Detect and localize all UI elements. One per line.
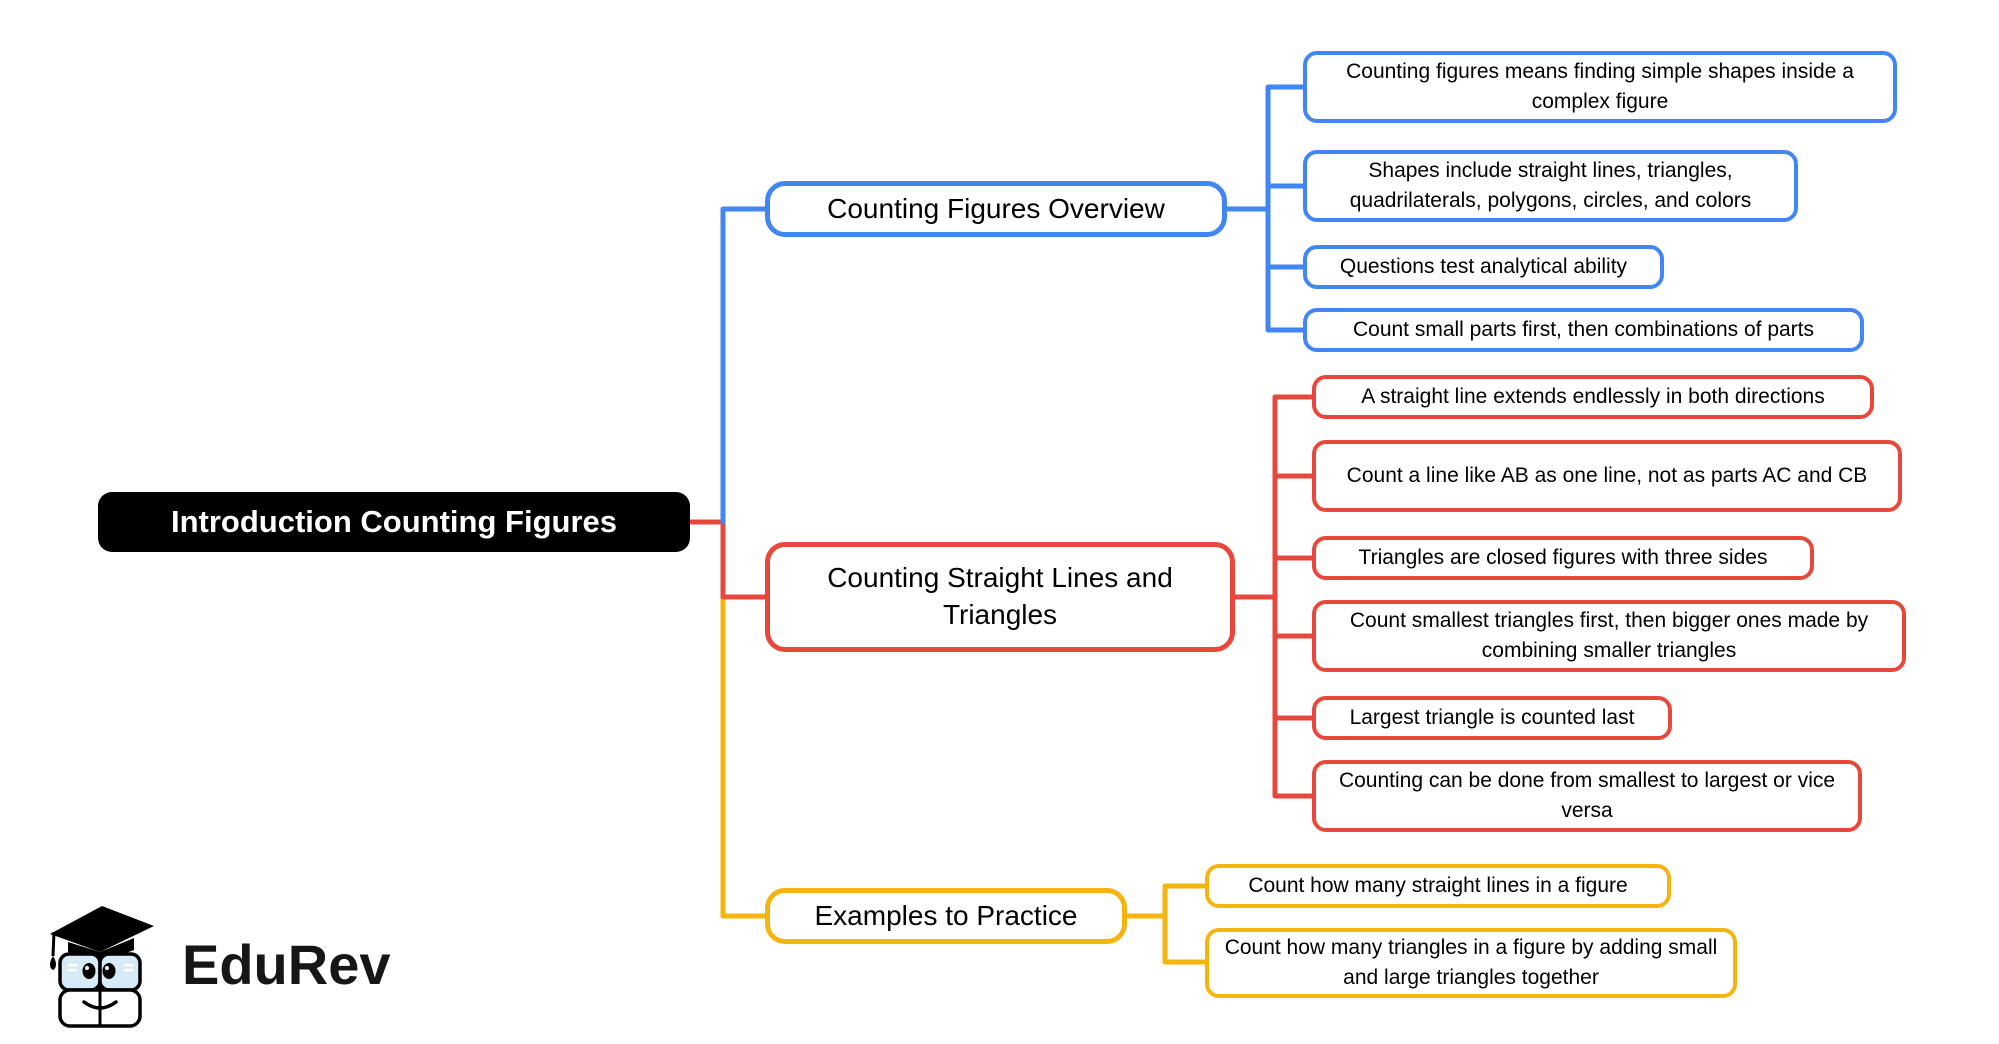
connector-yellow-left bbox=[687, 519, 768, 919]
leaf-node: Questions test analytical ability bbox=[1303, 245, 1664, 289]
edurev-mascot-icon bbox=[50, 906, 154, 1028]
leaf-node: Count small parts first, then combinatio… bbox=[1303, 308, 1864, 352]
edurev-logo: EduRev bbox=[40, 898, 391, 1030]
connector-blue-left bbox=[720, 206, 768, 525]
leaf-node: Count how many straight lines in a figur… bbox=[1205, 864, 1671, 908]
leaf-node: Shapes include straight lines, triangles… bbox=[1303, 150, 1798, 222]
root-node: Introduction Counting Figures bbox=[98, 492, 690, 552]
leaf-node: Largest triangle is counted last bbox=[1312, 696, 1672, 740]
branch-node-counting-figures-overview: Counting Figures Overview bbox=[765, 181, 1227, 237]
leaf-node: A straight line extends endlessly in bot… bbox=[1312, 375, 1874, 419]
leaf-node: Count how many triangles in a figure by … bbox=[1205, 928, 1737, 998]
edurev-wordmark: EduRev bbox=[182, 932, 391, 996]
leaf-node: Counting can be done from smallest to la… bbox=[1312, 760, 1862, 832]
connector-red-right bbox=[1232, 394, 1315, 799]
connector-blue-right bbox=[1224, 84, 1306, 333]
leaf-node: Triangles are closed figures with three … bbox=[1312, 536, 1814, 580]
connector-red-left bbox=[687, 519, 768, 600]
leaf-node: Counting figures means finding simple sh… bbox=[1303, 51, 1897, 123]
leaf-node: Count a line like AB as one line, not as… bbox=[1312, 440, 1902, 512]
leaf-node: Count smallest triangles first, then big… bbox=[1312, 600, 1906, 672]
branch-node-examples-to-practice: Examples to Practice bbox=[765, 888, 1127, 944]
branch-node-counting-straight-lines-and-triangles: Counting Straight Lines and Triangles bbox=[765, 542, 1235, 652]
connector-yellow-right bbox=[1124, 883, 1208, 965]
